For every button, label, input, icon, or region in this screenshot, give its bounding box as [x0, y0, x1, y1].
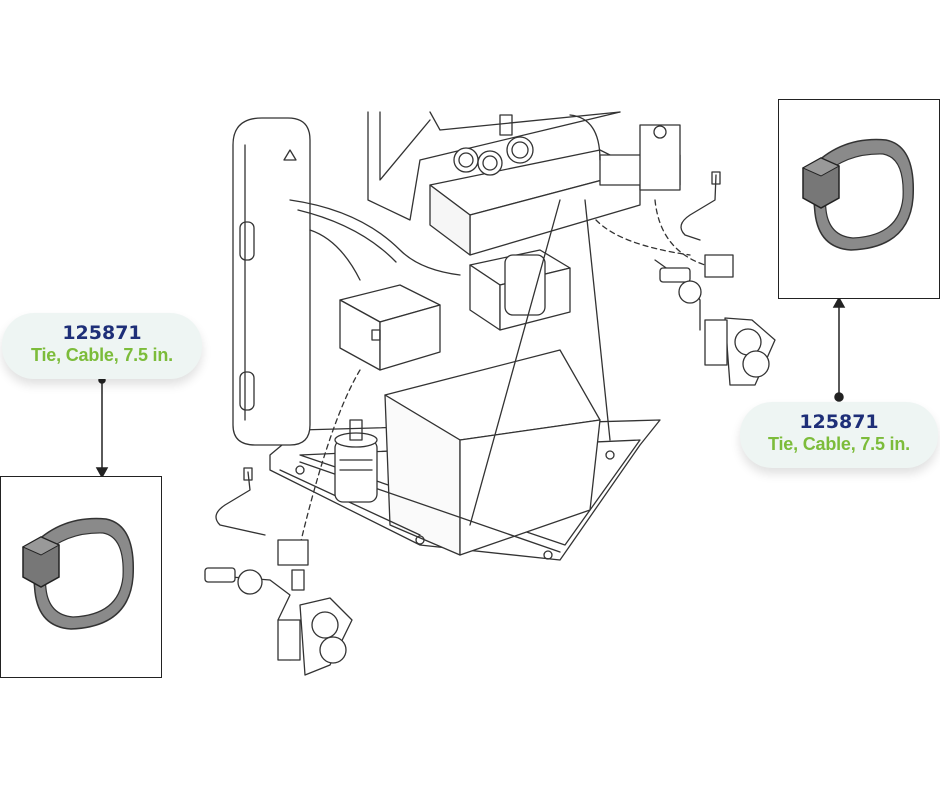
- part-image-box-right: [778, 99, 940, 299]
- part-number: 125871: [799, 411, 879, 433]
- hose-valve-assembly-left: [204, 467, 353, 676]
- callout-label-left: 125871 Tie, Cable, 7.5 in.: [2, 313, 202, 379]
- cable-tie-icon: [21, 517, 135, 630]
- cable-tie-icon: [801, 138, 915, 251]
- hose-valve-assembly-right: [654, 171, 776, 386]
- leader-lines: [299, 199, 706, 546]
- manifold-assembly: [429, 114, 681, 256]
- callout-label-right: 125871 Tie, Cable, 7.5 in.: [740, 402, 938, 468]
- part-description: Tie, Cable, 7.5 in.: [31, 345, 173, 365]
- part-number: 125871: [62, 322, 142, 344]
- pump-block-b: [469, 249, 571, 331]
- filter-canister: [334, 419, 378, 503]
- hoses: [289, 114, 611, 526]
- pump-block-a: [339, 284, 441, 371]
- hopper-tank: [232, 117, 311, 446]
- upper-column: [367, 111, 621, 221]
- machine-base-frame: [269, 349, 661, 561]
- part-image-box-left: [0, 476, 162, 678]
- part-description: Tie, Cable, 7.5 in.: [768, 434, 910, 454]
